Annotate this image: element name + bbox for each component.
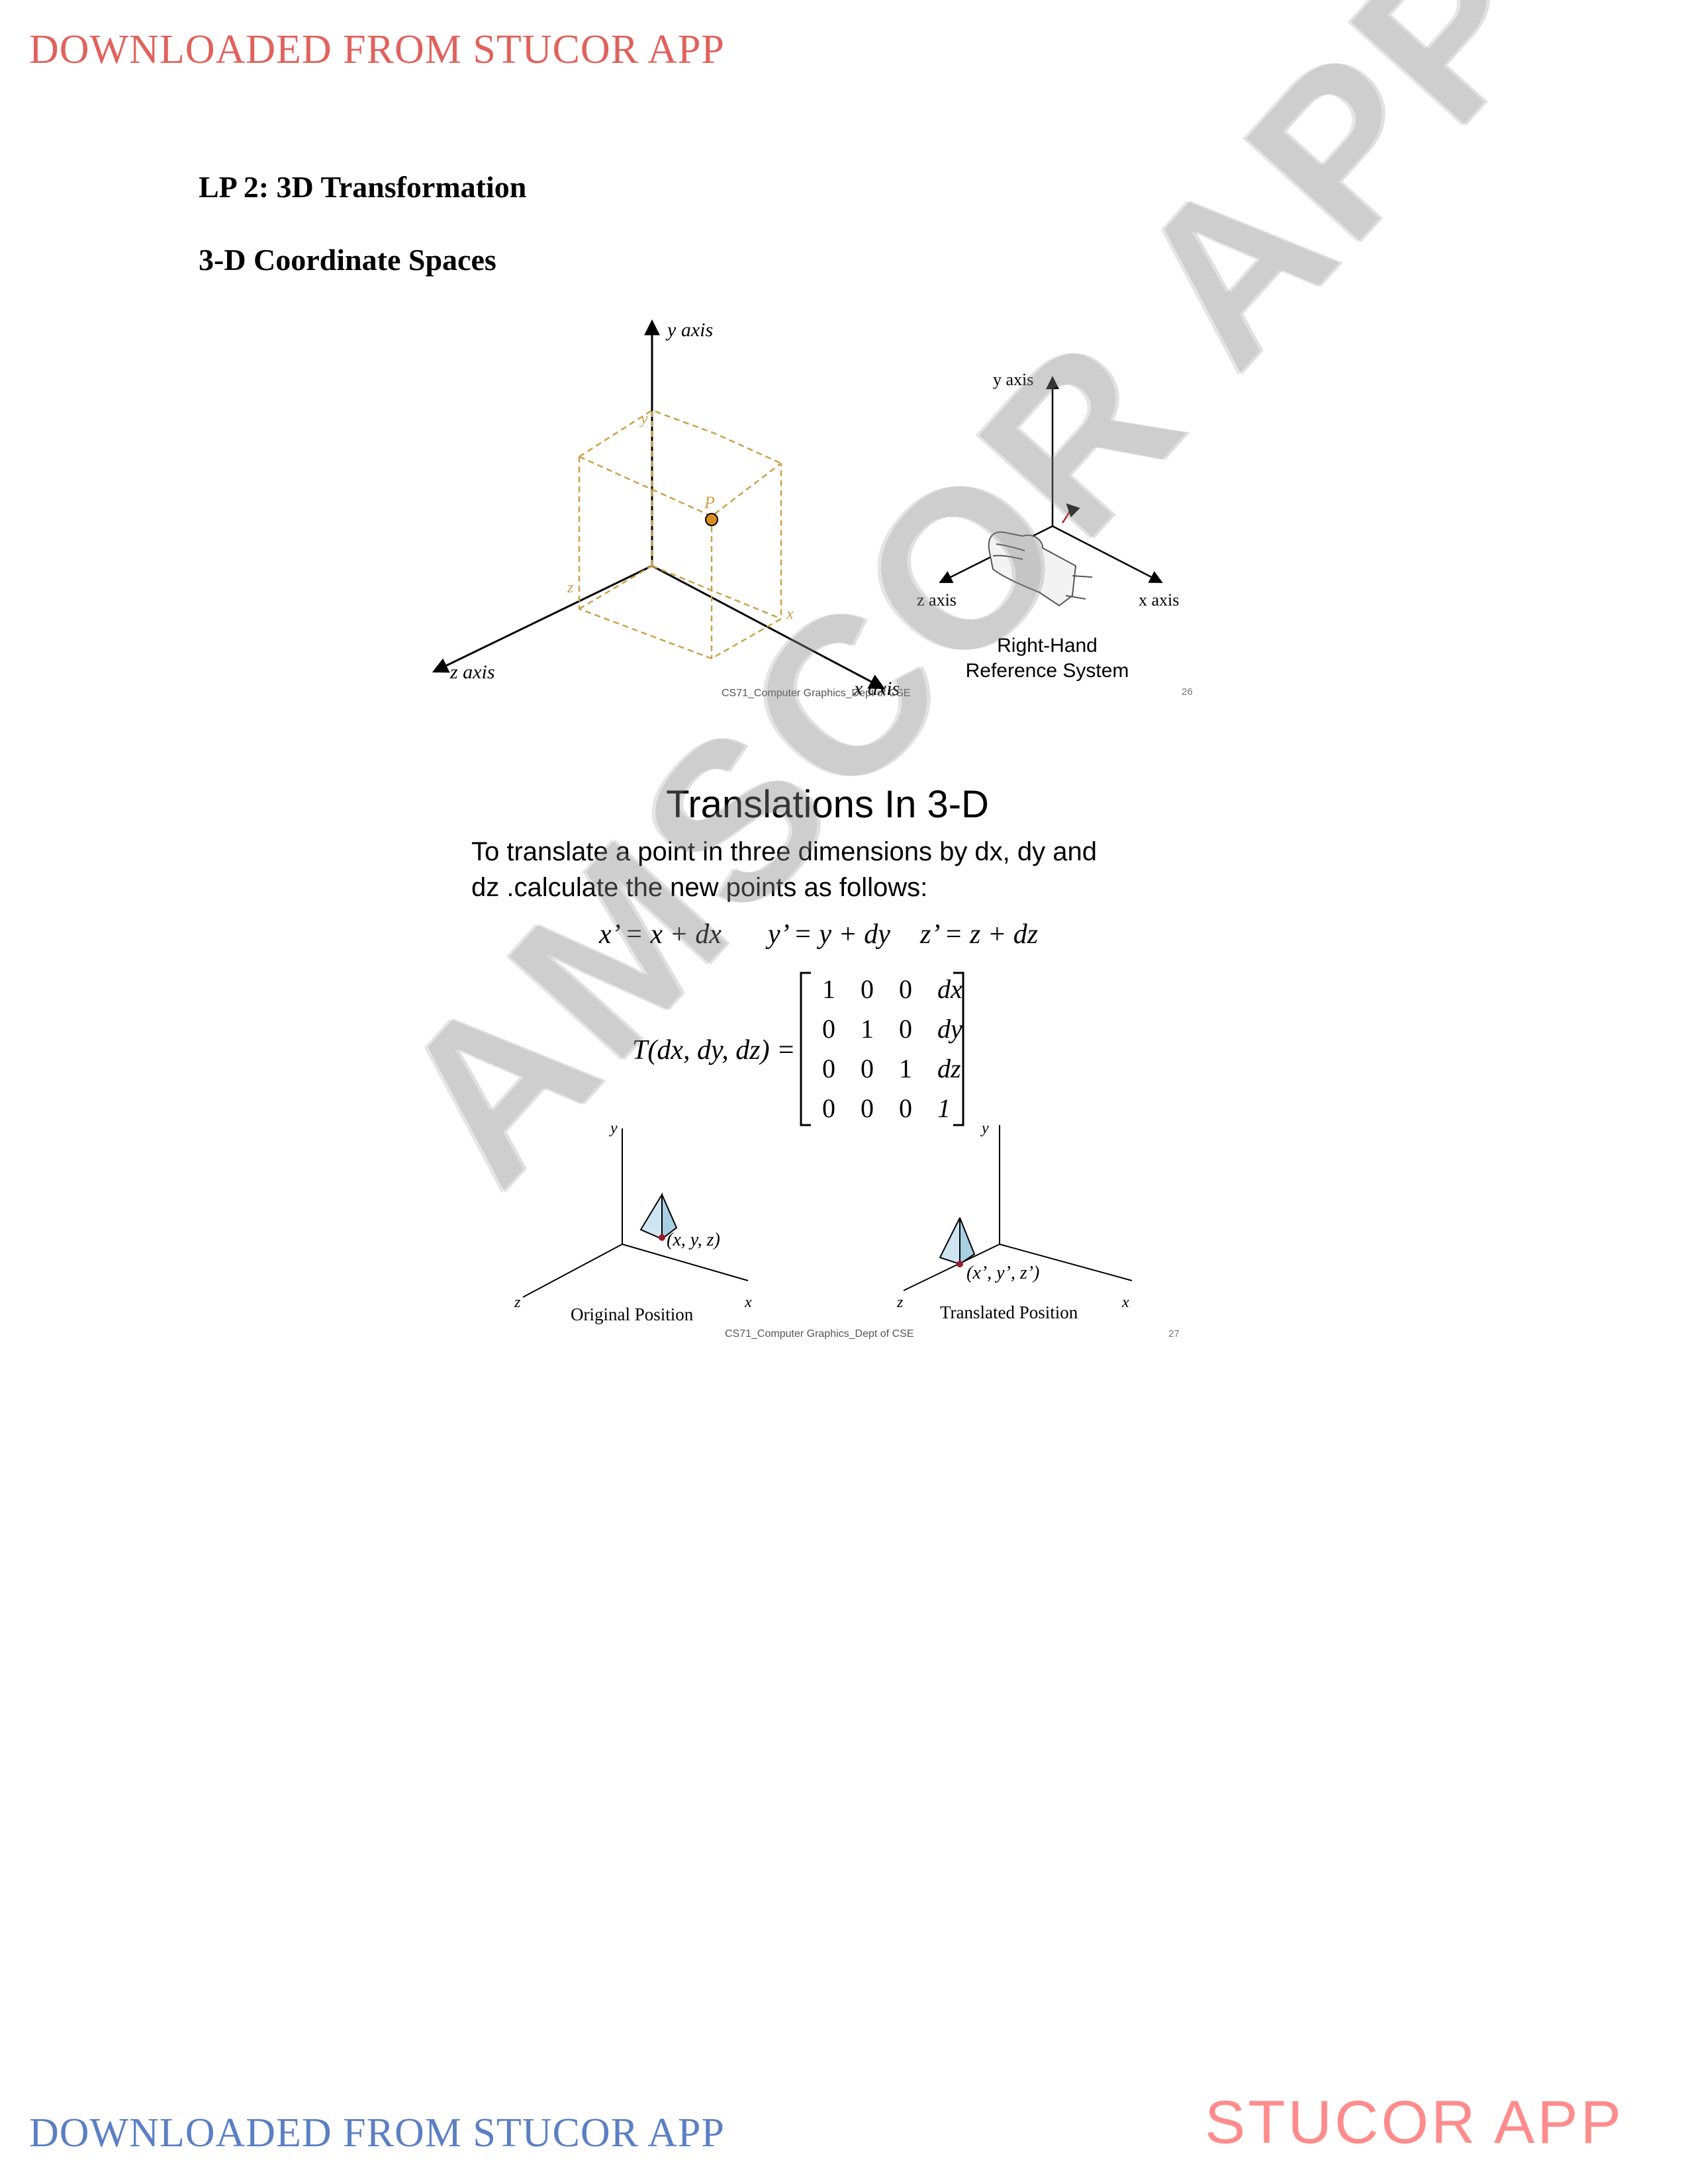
orig-caption: Original Position bbox=[571, 1304, 694, 1324]
matrix-cell: 1 bbox=[861, 1014, 874, 1044]
trans-z-label: z bbox=[896, 1294, 904, 1311]
rh-caption-line2: Reference System bbox=[966, 660, 1129, 682]
matrix-cell: dz bbox=[937, 1054, 961, 1083]
equation-z: z’ = z + dz bbox=[919, 919, 1038, 950]
equation-y: y’ = y + dy bbox=[765, 919, 890, 950]
slide-text-line1: To translate a point in three dimensions… bbox=[471, 837, 1097, 866]
matrix-cell: 0 bbox=[822, 1014, 835, 1044]
matrix-cell: 1 bbox=[937, 1093, 951, 1123]
section-heading: 3-D Coordinate Spaces bbox=[199, 243, 496, 277]
orig-point-label: (x, y, z) bbox=[667, 1230, 720, 1250]
matrix-cell: 0 bbox=[899, 1014, 912, 1044]
matrix-cell: 0 bbox=[899, 1093, 912, 1123]
matrix-cell: 0 bbox=[822, 1054, 835, 1083]
equation-x: x’ = x + dx bbox=[598, 919, 722, 950]
slide-number-26: 26 bbox=[1182, 686, 1193, 698]
x-axis-label: x axis bbox=[853, 678, 900, 700]
trans-x-label: x bbox=[1121, 1294, 1129, 1311]
footer-brand: STUCOR APP bbox=[1205, 2089, 1624, 2156]
slide-text-line2: dz .calculate the new points as follows: bbox=[471, 873, 927, 902]
slide-caption-27: CS71_Computer Graphics_Dept of CSE bbox=[725, 1328, 914, 1340]
rh-x-axis-label: x axis bbox=[1139, 590, 1179, 610]
trans-point-label: (x’, y’, z’) bbox=[966, 1263, 1039, 1283]
trans-y-label: y bbox=[980, 1120, 989, 1137]
matrix-cell: 1 bbox=[822, 974, 835, 1004]
header-banner: DOWNLOADED FROM STUCOR APP bbox=[29, 27, 725, 72]
matrix-left-bracket bbox=[800, 972, 811, 1126]
box-x-label: x bbox=[786, 606, 794, 623]
matrix-cell: dy bbox=[937, 1014, 962, 1044]
coordinate-axes-diagram: P y x z y axis z axis x axis CS71_Comput… bbox=[432, 319, 910, 700]
box-z-label: z bbox=[567, 579, 574, 596]
matrix-cell: dx bbox=[937, 974, 962, 1004]
matrix-cell: 0 bbox=[861, 1093, 874, 1123]
orig-x-label: x bbox=[744, 1294, 752, 1311]
y-axis-label: y axis bbox=[665, 319, 713, 341]
matrix-cell: 0 bbox=[822, 1093, 835, 1123]
z-axis-label: z axis bbox=[449, 661, 495, 683]
matrix-cell: 1 bbox=[899, 1054, 912, 1083]
orig-z-label: z bbox=[514, 1294, 521, 1311]
dashed-box bbox=[578, 409, 782, 660]
matrix-cell: 0 bbox=[899, 974, 912, 1004]
slide-caption-26: CS71_Computer Graphics_Dept of CSE bbox=[722, 688, 910, 699]
point-p-marker bbox=[705, 513, 718, 526]
rh-y-axis-label: y axis bbox=[993, 370, 1033, 389]
rh-z-axis-label: z axis bbox=[917, 590, 957, 610]
orig-y-label: y bbox=[609, 1120, 618, 1137]
box-y-label: y bbox=[639, 410, 648, 428]
matrix-right-bracket bbox=[953, 972, 964, 1126]
slide-title: Translations In 3-D bbox=[666, 783, 989, 826]
translation-slide: Translations In 3-D To translate a point… bbox=[471, 783, 1180, 1340]
footer-banner: DOWNLOADED FROM STUCOR APP bbox=[29, 2111, 725, 2156]
trans-caption: Translated Position bbox=[940, 1302, 1078, 1322]
matrix-cell: 0 bbox=[861, 974, 874, 1004]
matrix-label: T(dx, dy, dz) = bbox=[632, 1035, 795, 1066]
hand-icon bbox=[988, 531, 1093, 607]
slide-number-27: 27 bbox=[1168, 1328, 1180, 1340]
right-hand-diagram: y axis z axis x axis Right-Hand Referenc… bbox=[917, 370, 1193, 698]
pyramid-original bbox=[639, 1192, 678, 1241]
matrix-cell: 0 bbox=[861, 1054, 874, 1083]
point-label: P bbox=[704, 493, 715, 512]
rh-caption-line1: Right-Hand bbox=[997, 635, 1098, 657]
lp-heading: LP 2: 3D Transformation bbox=[199, 170, 527, 204]
pyramid-translated bbox=[939, 1217, 976, 1267]
